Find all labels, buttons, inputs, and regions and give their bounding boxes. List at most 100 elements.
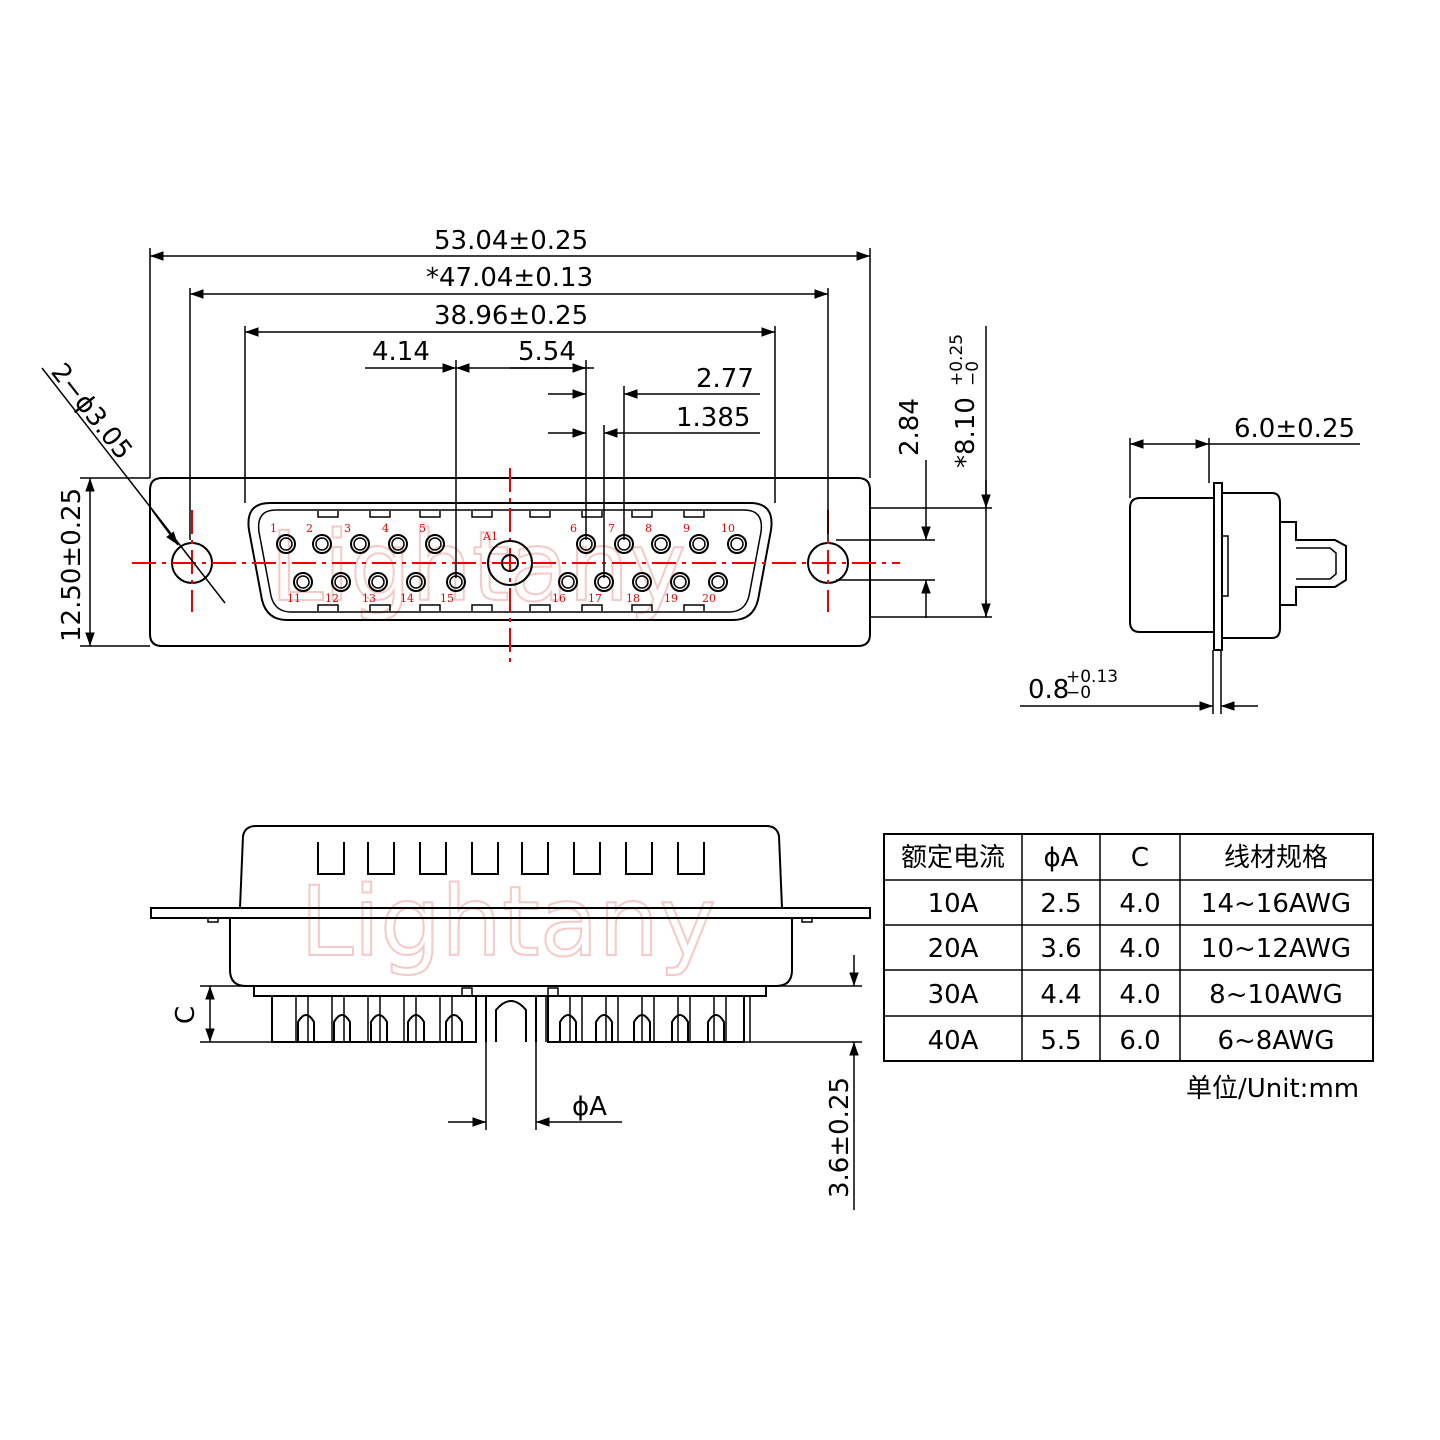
pin-11 <box>293 572 313 592</box>
dim-pin-pitch: 2.77 <box>696 364 754 394</box>
pin-16-inner <box>561 575 575 589</box>
pin-tail-loop <box>595 1014 613 1042</box>
table-cell: 40A <box>928 1026 979 1056</box>
spec-table-border <box>883 833 1374 1062</box>
table-header-0: 额定电流 <box>901 843 1005 873</box>
pin-9 <box>689 534 709 554</box>
pin-8 <box>651 534 671 554</box>
dim-depth: 6.0±0.25 <box>1234 414 1355 444</box>
pin-tail-outline <box>545 996 571 1042</box>
d-shell-inner <box>257 509 763 613</box>
pin-tail-outline <box>581 996 607 1042</box>
table-cell: 6.0 <box>1119 1026 1160 1056</box>
pin-18 <box>632 572 652 592</box>
table-cell: 3.6 <box>1040 934 1081 964</box>
pin-19-label: 19 <box>664 592 678 605</box>
pin-tail-loop <box>633 1014 651 1042</box>
side-boss <box>1221 535 1229 597</box>
dim-offset-left: 4.14 <box>372 337 430 367</box>
table-cell: 4.0 <box>1119 934 1160 964</box>
pin-14-label: 14 <box>400 592 414 605</box>
side-view: 6.0±0.25 0.8 +0.13 −0 <box>1020 414 1360 714</box>
side-rear-body <box>1222 492 1281 639</box>
pin-tail-outline <box>689 996 715 1042</box>
side-pin-tail <box>1280 521 1347 606</box>
pin-16 <box>558 572 578 592</box>
pin-tail-loop <box>407 1014 425 1042</box>
pin-17-label: 17 <box>588 592 602 605</box>
table-cell: 4.0 <box>1119 980 1160 1010</box>
center-contact-label: A1 <box>482 530 498 543</box>
pin-12-inner <box>334 575 348 589</box>
table-cell: 10~12AWG <box>1201 934 1351 964</box>
table-cell: 2.5 <box>1040 889 1081 919</box>
dim-offset-right: 5.54 <box>518 337 576 367</box>
bottom-dimension-lines <box>205 955 859 1210</box>
table-cell: 4.4 <box>1040 980 1081 1010</box>
pin-5-label: 5 <box>419 522 426 535</box>
pin-20-inner <box>711 575 725 589</box>
table-header-2: C <box>1131 843 1149 873</box>
pin-10 <box>727 534 747 554</box>
pin-11-label: 11 <box>287 592 301 605</box>
pin-10-inner <box>730 537 744 551</box>
unit-note: 单位/Unit:mm <box>1186 1074 1359 1104</box>
pin-18-inner <box>635 575 649 589</box>
pin-3-label: 3 <box>344 522 351 535</box>
pin-13-label: 13 <box>362 592 376 605</box>
side-flange <box>1213 482 1223 651</box>
pin-20 <box>708 572 728 592</box>
pin-tail-outline <box>617 996 643 1042</box>
bottom-flange <box>150 907 871 919</box>
table-cell: 5.5 <box>1040 1026 1081 1056</box>
top-tabs <box>317 511 705 611</box>
table-cell: 30A <box>928 980 979 1010</box>
pin-tail-group <box>271 987 751 1043</box>
side-extension-lines <box>1129 438 1222 714</box>
pin-18-label: 18 <box>626 592 640 605</box>
pin-3 <box>350 534 370 554</box>
dim-flange: 0.8 <box>1028 675 1069 705</box>
dim-mount-holes: 2−ϕ3.05 <box>44 358 137 466</box>
pin-tail-outline <box>725 996 751 1042</box>
dim-overall-width: 53.04±0.25 <box>434 226 588 256</box>
pin-tail-outline <box>343 996 369 1042</box>
pin-13 <box>368 572 388 592</box>
pin-5 <box>425 534 445 554</box>
dim-c: C <box>171 1006 201 1024</box>
pin-tail-loop <box>333 1014 351 1042</box>
pin-1-inner <box>279 537 293 551</box>
pin-2 <box>312 534 332 554</box>
pin-19 <box>670 572 690 592</box>
pin-1-label: 1 <box>270 522 277 535</box>
dim-flange-tol-minus: −0 <box>1066 683 1091 703</box>
table-cell: 10A <box>928 889 979 919</box>
dim-shell-height: *8.10 <box>951 397 981 468</box>
pin-3-inner <box>353 537 367 551</box>
table-cell: 6~8AWG <box>1217 1026 1334 1056</box>
pin-8-inner <box>654 537 668 551</box>
bottom-slots <box>317 842 705 875</box>
d-shell-outer <box>247 502 773 621</box>
pin-tail-loop <box>297 1014 315 1042</box>
pin-tail-outline <box>379 996 405 1042</box>
pin-15-label: 15 <box>440 592 454 605</box>
pin-2-label: 2 <box>306 522 313 535</box>
bottom-extension-lines <box>200 985 862 1130</box>
pin-14-inner <box>409 575 423 589</box>
pin-tail-outline <box>451 996 477 1042</box>
spec-table-grid <box>884 834 1373 1061</box>
pin-4 <box>388 534 408 554</box>
pin-13-inner <box>371 575 385 589</box>
side-body <box>1129 497 1215 633</box>
pin-11-inner <box>296 575 310 589</box>
pin-4-label: 4 <box>382 522 389 535</box>
pin-14 <box>406 572 426 592</box>
table-cell: 4.0 <box>1119 889 1160 919</box>
front-dimension-lines <box>41 251 991 646</box>
pin-6-label: 6 <box>570 522 577 535</box>
